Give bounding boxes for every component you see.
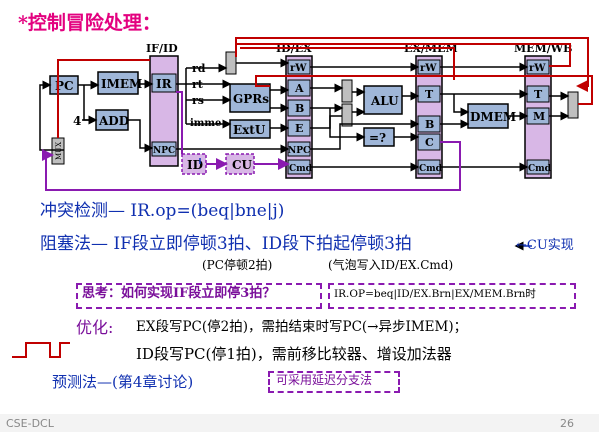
- diagram-label: NPC: [288, 146, 310, 156]
- diagram-label: NPC: [153, 146, 175, 156]
- wb-mux: [567, 91, 579, 119]
- bubble-note: (气泡写入ID/EX.Cmd): [328, 258, 454, 272]
- diagram-label: T: [425, 88, 434, 101]
- diagram-label: DMEM: [470, 110, 516, 124]
- clock-waveform-icon: [12, 342, 70, 358]
- diagram-label: PC: [55, 79, 74, 93]
- diagram-label: Cmd: [419, 164, 443, 174]
- diagram-label: ExtU: [233, 123, 266, 137]
- diagram-label: C: [425, 136, 434, 149]
- alu-mux-a: [341, 79, 353, 103]
- diagram-label: T: [534, 88, 543, 101]
- alu-mux-b: [341, 103, 353, 127]
- pc-stall-note: (PC停顿2拍): [202, 258, 273, 272]
- diagram-label: rW: [290, 63, 307, 74]
- extu-block: [229, 119, 271, 139]
- page-title: *控制冒险处理：: [18, 12, 161, 34]
- optimize-label: 优化:: [76, 318, 114, 337]
- page-number: 26: [560, 417, 574, 430]
- delay-slot-box: [268, 371, 400, 393]
- dmem-block: [467, 103, 509, 129]
- footer-logo: CSE-DCL: [6, 417, 54, 430]
- optimize-line-1: EX段写PC(停2拍)，需拍结束时写PC(→异步IMEM)；: [136, 319, 468, 335]
- prediction-method: 预测法—(第4章讨论): [52, 373, 194, 391]
- label-if-id: IF/ID: [146, 42, 178, 55]
- diagram-label: A: [294, 82, 304, 95]
- think-question-box: [76, 283, 322, 309]
- label-mem-wb: MEM/WB: [514, 42, 572, 55]
- diagram-label: CU: [232, 158, 253, 172]
- diagram-label: E: [295, 122, 303, 135]
- delay-slot-note: 可采用延迟分支法: [276, 373, 373, 387]
- diagram-label: Cmd: [289, 164, 313, 174]
- diagram-label: B: [295, 102, 304, 115]
- diagram-label: IR: [156, 77, 173, 91]
- think-question: 思考：如何实现IF段立即停3拍？: [82, 286, 276, 301]
- slide-footer: CSE-DCL 26: [0, 414, 599, 432]
- diagram-label: ID: [187, 158, 203, 172]
- stall-method-line: 阻塞法— IF段立即停顿3拍、ID段下拍起停顿3拍: [40, 234, 412, 254]
- rw-mux: [225, 51, 237, 75]
- condition-box: [328, 283, 576, 309]
- diagram-label: MUX: [55, 142, 63, 160]
- diagram-label: M: [533, 110, 545, 123]
- optimize-line-2: ID段写PC(停1拍)，需前移比较器、增设加法器: [136, 345, 452, 363]
- diagram-label: GPRs: [233, 92, 269, 106]
- diagram-label: ALU: [370, 94, 399, 108]
- cu-implementation-note: ←CU实现: [516, 238, 574, 253]
- diagram-label: IMEM: [101, 77, 142, 91]
- diagram-label: rW: [529, 63, 546, 74]
- gprs-block: [229, 83, 271, 113]
- diagram-label: B: [425, 118, 434, 131]
- condition-text: IR.OP=beq|ID/EX.Brn|EX/MEM.Brn时: [334, 288, 536, 300]
- diagram-label: =?: [369, 131, 386, 145]
- alu-block: [363, 85, 403, 115]
- const-four: 4: [73, 114, 81, 128]
- diagram-label: Cmd: [528, 164, 552, 174]
- diagram-label: ADD: [98, 114, 129, 128]
- diagram-label: rW: [420, 63, 437, 74]
- conflict-detection-line: 冲突检测— IR.op=(beq|bne|j): [40, 201, 285, 221]
